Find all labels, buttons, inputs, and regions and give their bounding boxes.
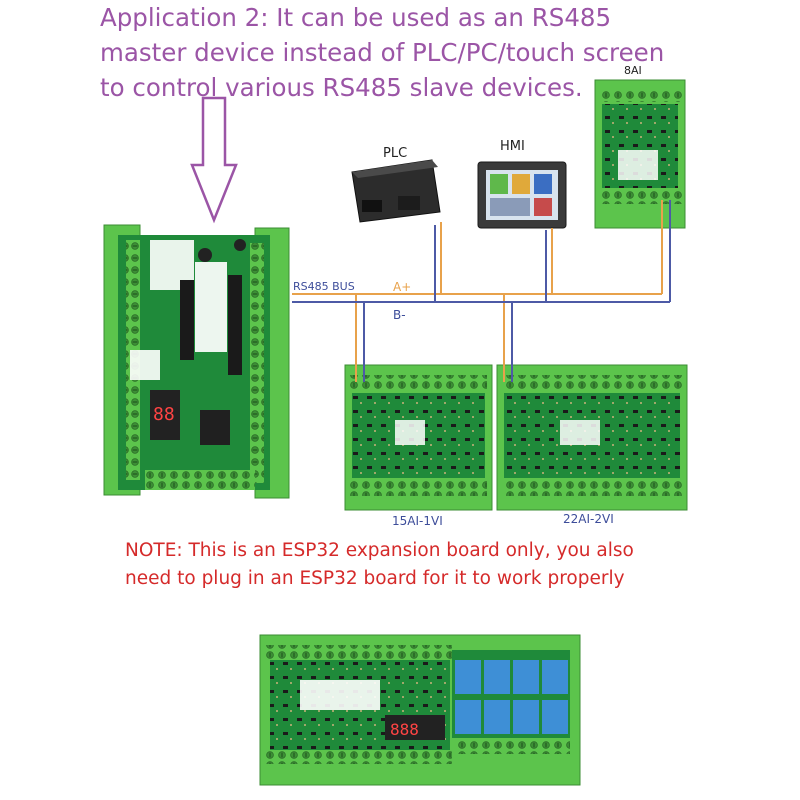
module-15ai-1vi bbox=[344, 364, 493, 511]
module-22ai-label: 22AI-2VI bbox=[563, 512, 614, 526]
plc-label: PLC bbox=[383, 146, 408, 161]
module-8ai bbox=[594, 79, 686, 229]
note-text: NOTE: This is an ESP32 expansion board o… bbox=[125, 537, 685, 593]
rs485-bus-wires bbox=[292, 200, 671, 382]
rs485-bus-label: RS485 BUS bbox=[293, 280, 355, 293]
svg-text:888: 888 bbox=[390, 720, 419, 739]
esp32-relay-board: 888 bbox=[259, 634, 581, 786]
headline-line-3: to control various RS485 slave devices. bbox=[100, 73, 583, 102]
headline-line-1: Application 2: It can be used as an RS48… bbox=[100, 3, 612, 32]
module-15ai-label: 15AI-1VI bbox=[392, 514, 443, 528]
module-22ai-2vi bbox=[496, 364, 688, 511]
hmi-label: HMI bbox=[500, 139, 525, 154]
esp32-expansion-board: 88 bbox=[103, 224, 290, 499]
b-minus-label: B- bbox=[393, 308, 406, 322]
module-8ai-label: 8AI bbox=[624, 64, 642, 77]
svg-text:88: 88 bbox=[153, 404, 175, 425]
a-plus-label: A+ bbox=[393, 280, 412, 294]
note-line-2: need to plug in an ESP32 board for it to… bbox=[125, 568, 625, 589]
headline-line-2: master device instead of PLC/PC/touch sc… bbox=[100, 38, 665, 67]
down-arrow-icon bbox=[190, 96, 238, 224]
plc-device bbox=[351, 159, 441, 223]
note-line-1: NOTE: This is an ESP32 expansion board o… bbox=[125, 540, 634, 561]
headline: Application 2: It can be used as an RS48… bbox=[100, 0, 790, 105]
hmi-device bbox=[477, 161, 567, 229]
